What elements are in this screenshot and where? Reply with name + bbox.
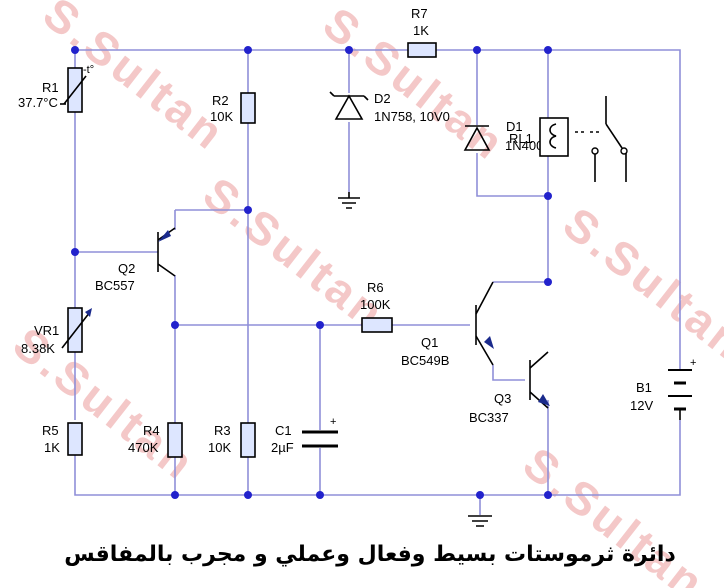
r2-value: 10K <box>210 109 233 124</box>
rl1-relay: RL1 <box>509 96 628 182</box>
r7-name: R7 <box>411 6 428 21</box>
c1-capacitor: + C1 2µF <box>271 416 338 455</box>
r1-value: 37.7°C <box>18 95 58 110</box>
junction <box>316 491 324 499</box>
junction <box>544 491 552 499</box>
watermark-4: S.Sultan <box>194 167 396 341</box>
r4-value: 470K <box>128 440 159 455</box>
r6-resistor: R6 100K <box>360 280 393 333</box>
d1-diode: D1 1N4007 <box>463 119 551 153</box>
junction <box>171 491 179 499</box>
q1-value: BC549B <box>401 353 449 368</box>
watermark-3: S.Sultan <box>554 197 724 371</box>
junction <box>476 491 484 499</box>
d1-name: D1 <box>506 119 523 134</box>
caption: دائرة ثرموستات بسيط وفعال وعملي و مجرب ب… <box>64 542 676 567</box>
rl1-name: RL1 <box>509 131 533 146</box>
vr1-potentiometer: VR1 8.38K <box>21 307 92 356</box>
d1-value: 1N4007 <box>505 138 551 153</box>
q2-value: BC557 <box>95 278 135 293</box>
r7-resistor: R7 1K <box>407 6 437 58</box>
d2-zener-diode: D2 1N758, 10V0 <box>329 91 450 209</box>
junction <box>71 46 79 54</box>
d2-name: D2 <box>374 91 391 106</box>
d2-value: 1N758, 10V0 <box>374 109 450 124</box>
junction <box>244 206 252 214</box>
junction <box>544 46 552 54</box>
watermark-1: S.Sultan <box>34 0 236 161</box>
r1-temp-mark: -t° <box>83 64 94 76</box>
b1-polarity: + <box>690 357 696 369</box>
q3-value: BC337 <box>469 410 509 425</box>
r4-resistor: R4 470K <box>128 422 183 458</box>
watermark-layer: S.Sultan S.Sultan S.Sultan S.Sultan S.Su… <box>4 0 724 588</box>
junction <box>544 278 552 286</box>
junction <box>244 491 252 499</box>
ground-symbol <box>468 515 492 527</box>
r4-name: R4 <box>143 423 160 438</box>
vr1-name: VR1 <box>34 323 59 338</box>
junction <box>71 248 79 256</box>
r6-value: 100K <box>360 297 391 312</box>
junction <box>345 46 353 54</box>
q1-transistor: Q1 BC549B <box>401 281 494 368</box>
c1-name: C1 <box>275 423 292 438</box>
r2-name: R2 <box>212 93 229 108</box>
r7-value: 1K <box>413 23 429 38</box>
b1-name: B1 <box>636 380 652 395</box>
r1-thermistor: R1 37.7°C -t° <box>18 64 94 113</box>
junction-dots <box>71 46 552 499</box>
c1-value: 2µF <box>271 440 294 455</box>
vr1-value: 8.38K <box>21 341 55 356</box>
q3-name: Q3 <box>494 391 511 406</box>
r2-resistor: R2 10K <box>210 92 256 124</box>
b1-value: 12V <box>630 398 653 413</box>
r3-name: R3 <box>214 423 231 438</box>
r1-name: R1 <box>42 80 59 95</box>
q3-transistor: Q3 BC337 <box>469 351 550 425</box>
junction <box>544 192 552 200</box>
junction <box>316 321 324 329</box>
r5-name: R5 <box>42 423 59 438</box>
r3-resistor: R3 10K <box>208 422 256 458</box>
r5-resistor: R5 1K <box>42 422 83 456</box>
r3-value: 10K <box>208 440 231 455</box>
c1-polarity: + <box>330 416 336 428</box>
q1-name: Q1 <box>421 335 438 350</box>
junction <box>171 321 179 329</box>
junction <box>473 46 481 54</box>
q2-name: Q2 <box>118 261 135 276</box>
r6-name: R6 <box>367 280 384 295</box>
junction <box>244 46 252 54</box>
b1-battery: + B1 12V <box>630 357 696 420</box>
r5-value: 1K <box>44 440 60 455</box>
q2-transistor: Q2 BC557 <box>95 227 176 293</box>
